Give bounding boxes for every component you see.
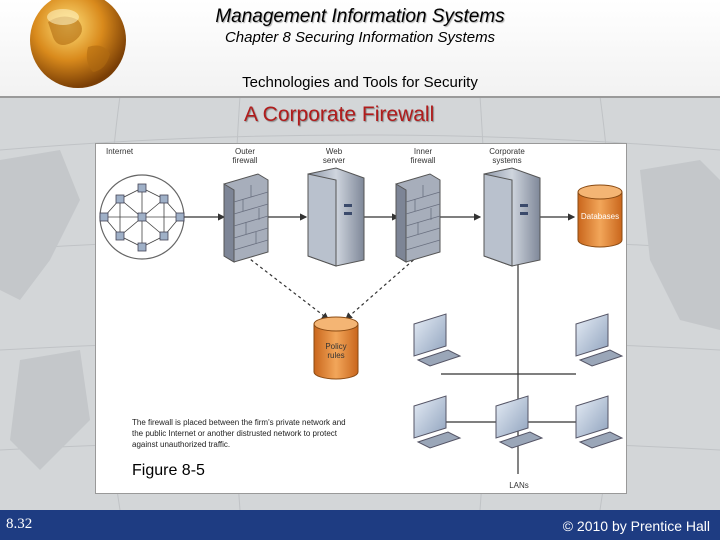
slide-footer: 8.32 © 2010 by Prentice Hall [0, 510, 720, 540]
internet-icon [99, 174, 185, 260]
inner-firewall-icon [395, 173, 441, 263]
course-title: Management Information Systems [215, 6, 505, 27]
lan-workstations [413, 313, 624, 449]
figure-caption: The firewall is placed between the firm'… [132, 418, 346, 449]
outer-firewall-label: Outer firewall [232, 147, 258, 165]
globe-logo [30, 0, 126, 88]
slide-header: Management Information Systems Chapter 8… [0, 0, 720, 98]
section-title: Technologies and Tools for Security [242, 74, 478, 91]
database-icon [577, 184, 623, 248]
chapter-title: Chapter 8 Securing Information Systems [224, 29, 496, 46]
corporate-systems-label: Corporate systems [489, 147, 525, 165]
web-server-icon [307, 167, 365, 267]
workstation-icon [575, 313, 624, 367]
policy-rules-label: Policy rules [325, 342, 347, 360]
page-number: 8.32 [6, 516, 33, 532]
slide-title: A Corporate Firewall [244, 103, 435, 126]
figure-label: Figure 8-5 [132, 462, 205, 479]
corporate-systems-icon [483, 167, 541, 267]
copyright-text: © 2010 by Prentice Hall [562, 518, 710, 534]
lans-label: LANs [509, 481, 529, 490]
web-server-label: Web server [322, 147, 346, 165]
firewall-diagram: Internet Outer firewall Web server Inner… [95, 143, 627, 494]
inner-firewall-label: Inner firewall [410, 147, 436, 165]
workstation-icon [413, 395, 462, 449]
databases-label: Databases [580, 212, 620, 221]
policy-rules-icon [313, 316, 359, 380]
workstation-icon [413, 313, 462, 367]
outer-firewall-icon [223, 173, 269, 263]
workstation-icon [575, 395, 624, 449]
workstation-icon [495, 395, 544, 449]
diagram-graphics [99, 167, 624, 474]
internet-label: Internet [106, 147, 134, 156]
